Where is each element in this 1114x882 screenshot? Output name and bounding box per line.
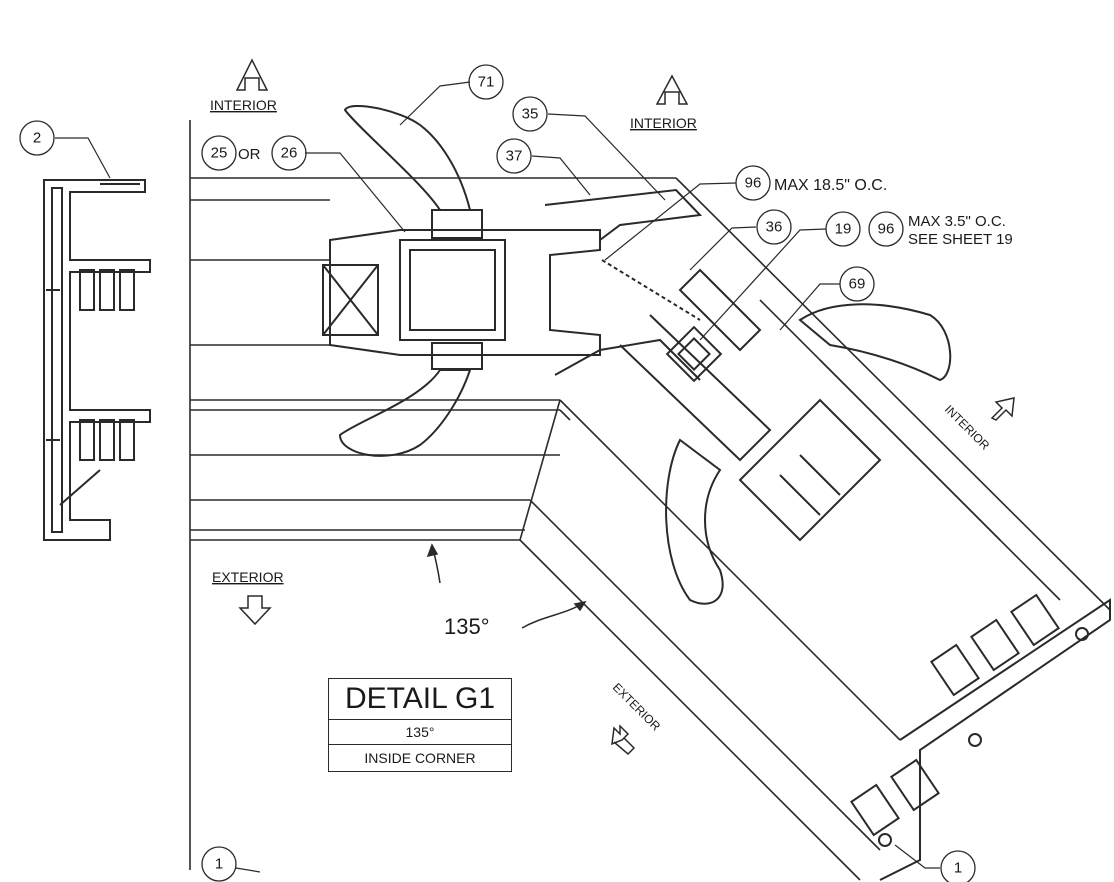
svg-text:37: 37: [506, 148, 523, 165]
callout-96-top: 96: [735, 165, 771, 201]
gasket-wings: [338, 104, 952, 605]
right-wall-section: [519, 177, 1111, 881]
callout-1-right: 1: [940, 850, 976, 882]
arrow-interior-left-icon: [235, 58, 269, 91]
left-wall-section: [189, 120, 676, 870]
label-interior-left: INTERIOR: [210, 97, 277, 113]
label-interior-right: INTERIOR: [942, 402, 993, 453]
svg-text:25: 25: [211, 145, 228, 162]
svg-text:96: 96: [878, 221, 895, 238]
arrow-interior-right-icon: [990, 397, 1015, 421]
arrow-interior-top-icon: [655, 74, 689, 105]
svg-text:2: 2: [33, 130, 41, 147]
arrow-exterior-left-icon: [238, 595, 272, 626]
label-max-18-5: MAX 18.5" O.C.: [774, 177, 887, 194]
svg-text:1: 1: [215, 856, 223, 873]
leader-lines: [55, 81, 940, 873]
detail-caption: INSIDE CORNER: [364, 750, 476, 766]
mullion-assembly: [322, 188, 882, 542]
detail-title-box: DETAIL G1 135° INSIDE CORNER: [328, 678, 512, 772]
callout-36: 36: [756, 209, 792, 245]
callout-96-mid: 96: [868, 211, 904, 247]
left-extrusion-profile: [43, 179, 151, 541]
svg-text:19: 19: [835, 221, 852, 238]
svg-text:71: 71: [478, 74, 495, 91]
callout-35: 35: [512, 96, 548, 132]
svg-text:35: 35: [522, 106, 539, 123]
callout-1-left: 1: [201, 846, 237, 882]
detail-title: DETAIL G1: [329, 679, 511, 720]
svg-text:26: 26: [281, 145, 298, 162]
callout-71: 71: [468, 64, 504, 100]
arrow-exterior-bottom-icon: [611, 724, 636, 756]
svg-text:36: 36: [766, 219, 783, 236]
label-angle: 135°: [444, 614, 490, 639]
label-exterior-left: EXTERIOR: [212, 569, 284, 585]
label-interior-top: INTERIOR: [630, 115, 697, 131]
callout-2: 2: [19, 120, 55, 156]
callout-19: 19: [825, 211, 861, 247]
angle-arc: [426, 543, 587, 629]
svg-text:69: 69: [849, 276, 866, 293]
svg-text:96: 96: [745, 175, 762, 192]
callout-25: 25: [201, 135, 237, 171]
callout-26: 26: [271, 135, 307, 171]
label-exterior-bottom: EXTERIOR: [610, 680, 664, 734]
detail-angle: 135°: [329, 720, 511, 745]
label-max-3-5: MAX 3.5" O.C.: [908, 213, 1006, 230]
svg-text:1: 1: [954, 860, 962, 877]
callout-69: 69: [839, 266, 875, 302]
label-see-sheet-19: SEE SHEET 19: [908, 231, 1013, 248]
callout-37: 37: [496, 138, 532, 174]
right-extrusion-profile: [849, 593, 1111, 881]
label-or: OR: [238, 146, 261, 163]
